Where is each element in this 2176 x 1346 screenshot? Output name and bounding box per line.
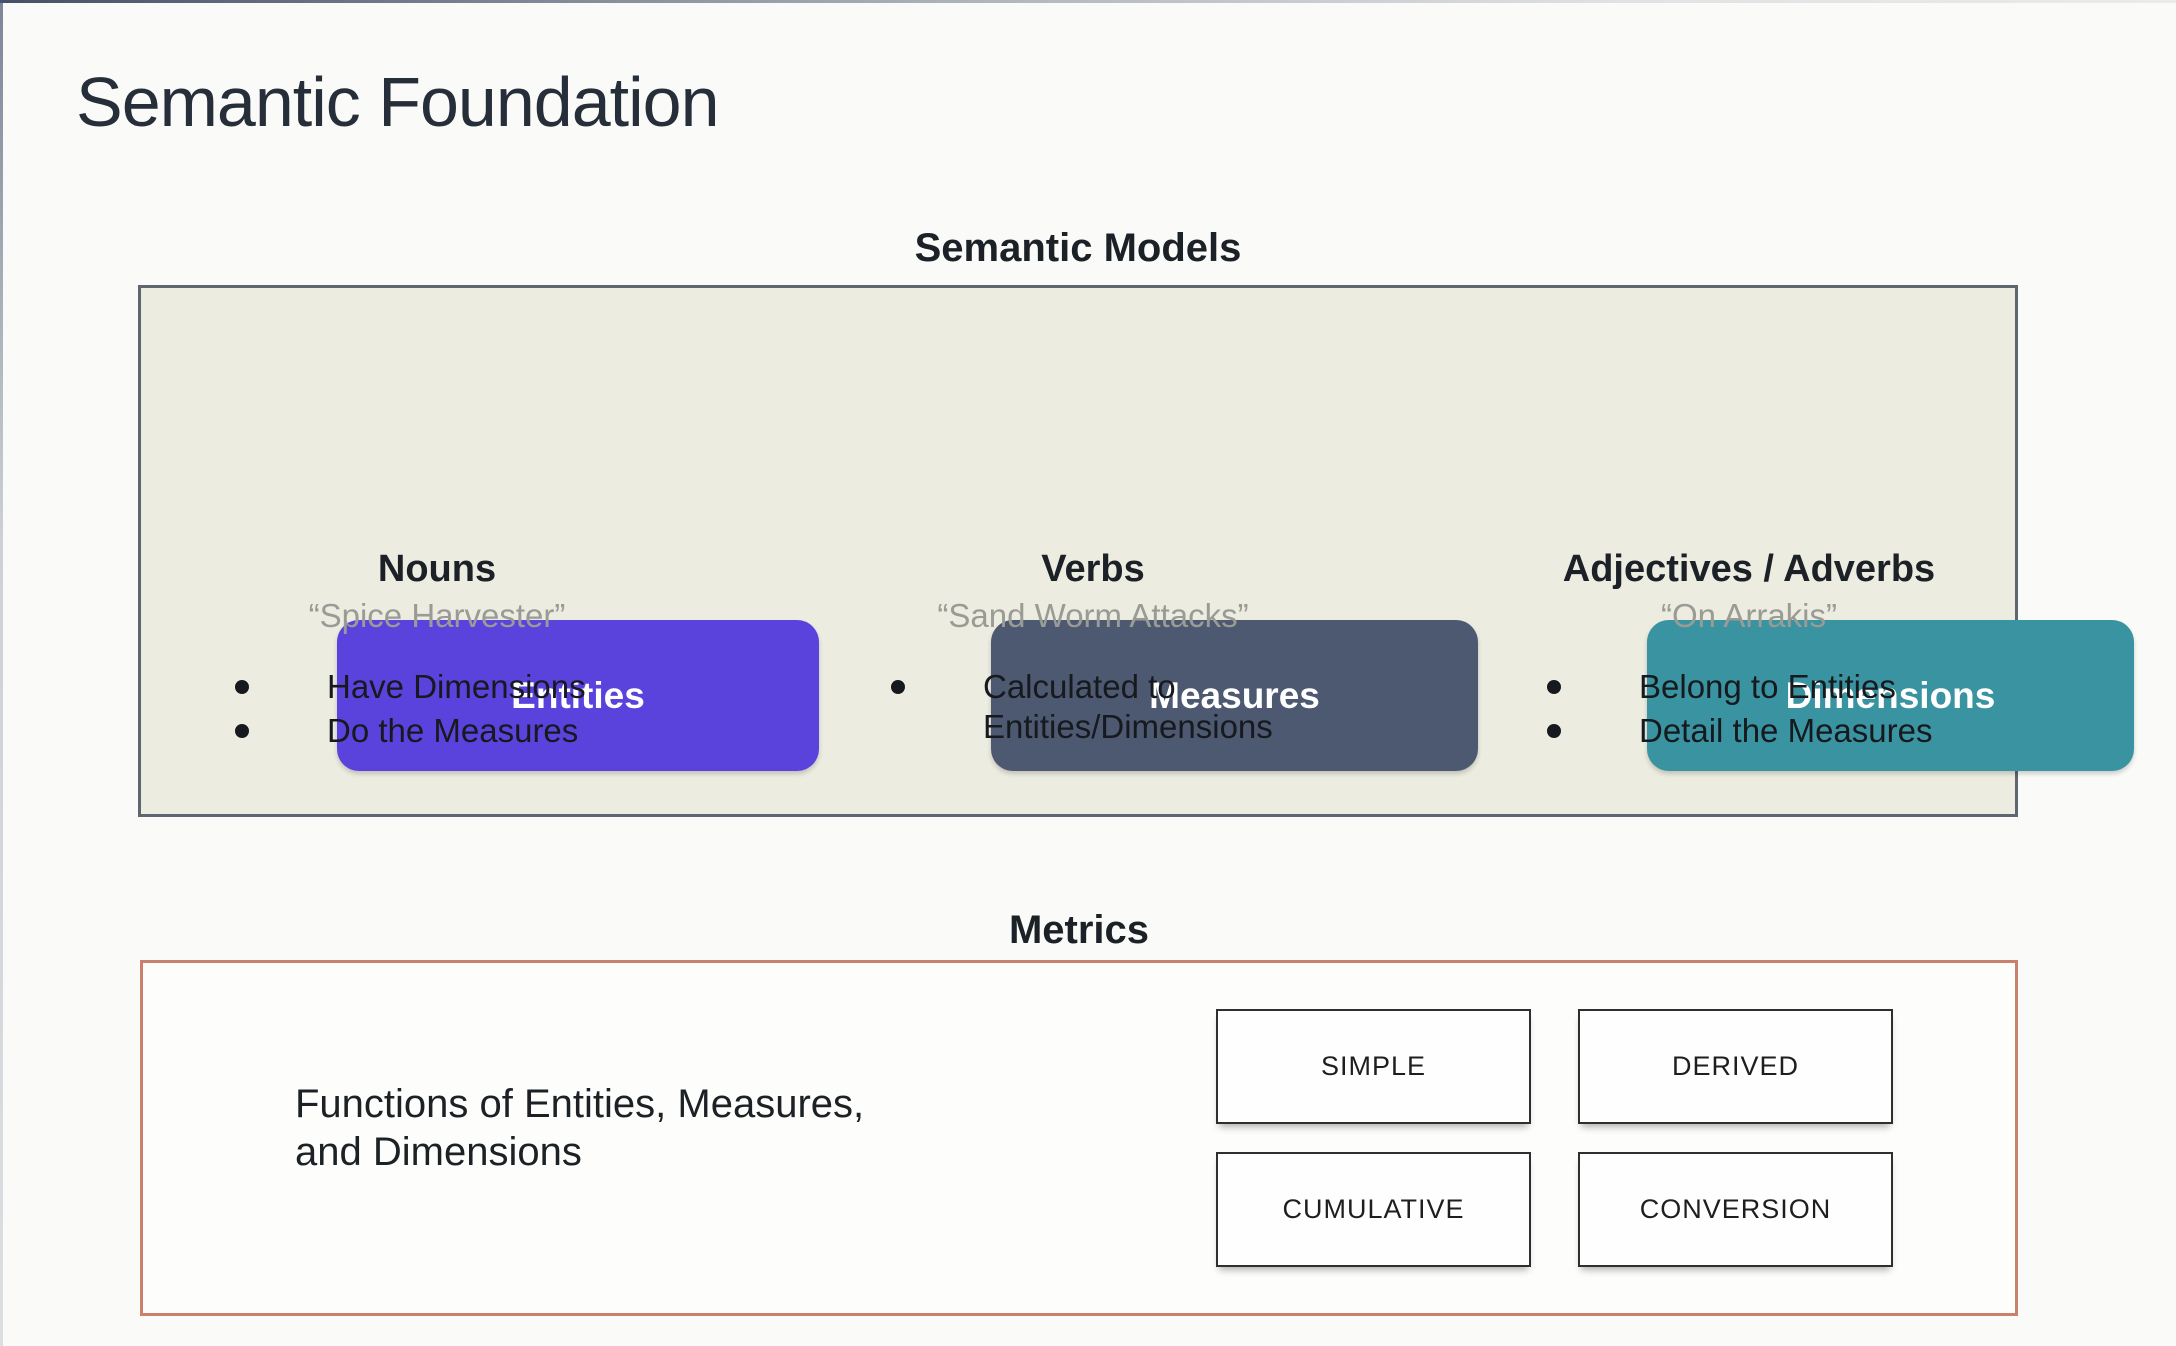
measures-column-quote: “Sand Worm Attacks” — [937, 597, 1249, 634]
semantic-models-panel: Entities Measures Dimensions — [138, 285, 2134, 817]
entities-column-quote: “Spice Harvester” — [308, 597, 566, 634]
entities-column: Nouns “Spice Harvester” Have Dimensions … — [187, 548, 687, 755]
metric-type-conversion: CONVERSION — [1578, 1152, 1893, 1267]
bullet-item: Have Dimensions — [187, 667, 687, 707]
metric-type-cumulative: CUMULATIVE — [1216, 1152, 1531, 1267]
dimensions-column-bullets: Belong to Entities Detail the Measures — [1499, 667, 1999, 751]
dimensions-column-quote: “On Arrakis” — [1660, 597, 1838, 634]
semantic-models-label: Semantic Models — [914, 226, 1242, 270]
metric-type-simple: SIMPLE — [1216, 1009, 1531, 1124]
metrics-description: Functions of Entities, Measures, and Dim… — [295, 1082, 865, 1174]
dimensions-box: Dimensions — [1647, 620, 2134, 771]
page-title: Semantic Foundation — [76, 63, 720, 141]
measures-column-heading: Verbs — [1041, 548, 1145, 590]
entities-box-label: Entities — [511, 674, 645, 716]
bullet-item: Do the Measures — [187, 711, 687, 751]
entities-column-bullets: Have Dimensions Do the Measures — [187, 667, 687, 751]
measures-box-label: Measures — [1149, 674, 1320, 716]
dimensions-box-label: Dimensions — [1785, 674, 1996, 716]
entities-box: Entities — [337, 620, 819, 771]
measures-column: Verbs “Sand Worm Attacks” Calculated to … — [843, 548, 1343, 751]
slide-left-border — [0, 0, 3, 1346]
metrics-label: Metrics — [1008, 908, 1150, 952]
measures-box: Measures — [991, 620, 1478, 771]
measures-column-bullets: Calculated to Entities/Dimensions — [843, 667, 1343, 747]
bullet-item: Detail the Measures — [1499, 711, 1999, 751]
bullet-item: Belong to Entities — [1499, 667, 1999, 707]
metric-type-derived: DERIVED — [1578, 1009, 1893, 1124]
slide-top-border — [0, 0, 2176, 3]
entities-column-heading: Nouns — [377, 548, 497, 590]
dimensions-column-heading: Adjectives / Adverbs — [1562, 548, 1936, 590]
dimensions-column: Adjectives / Adverbs “On Arrakis” Belong… — [1499, 548, 1999, 755]
bullet-item: Calculated to Entities/Dimensions — [843, 667, 1343, 747]
